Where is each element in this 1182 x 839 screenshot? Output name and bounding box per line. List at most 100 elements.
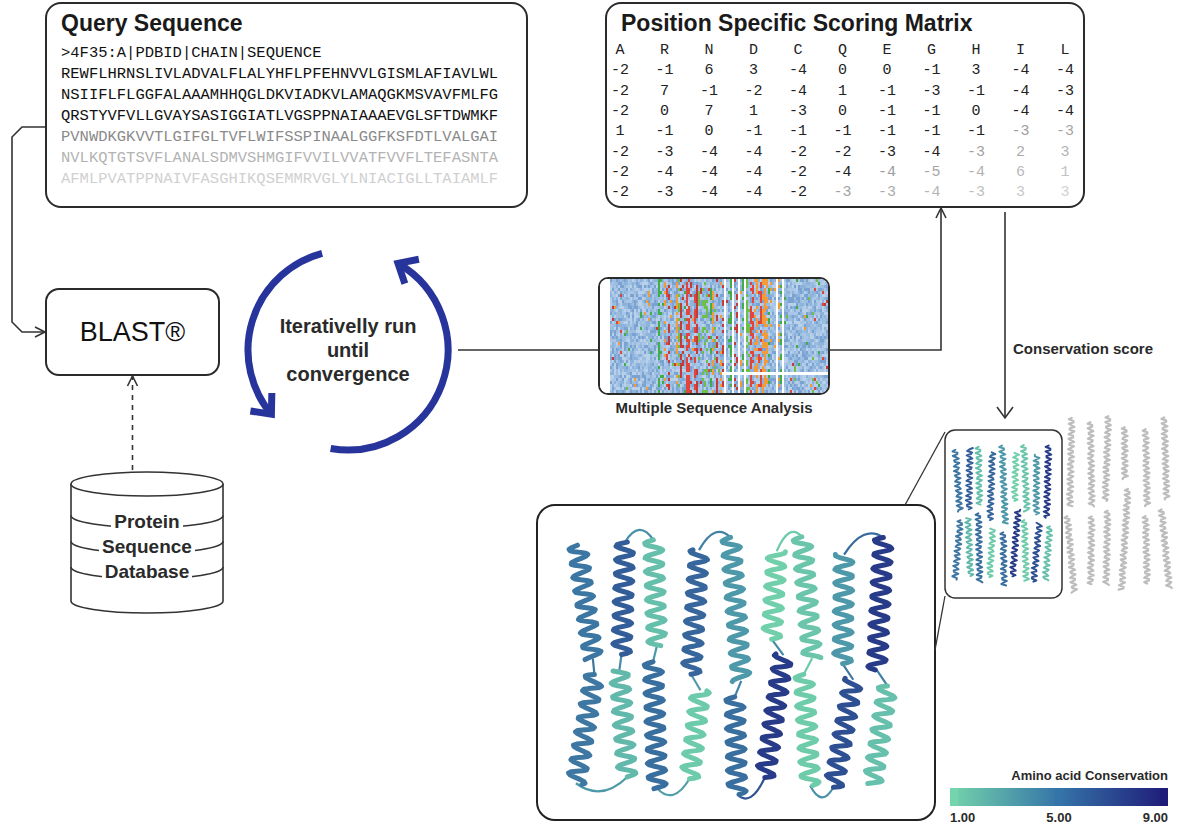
msa-cell xyxy=(658,327,660,330)
msa-cell xyxy=(644,291,646,294)
msa-cell xyxy=(640,291,642,294)
msa-cell xyxy=(626,366,628,369)
msa-cell xyxy=(620,300,622,303)
msa-cell xyxy=(646,390,648,393)
msa-cell xyxy=(680,333,682,336)
msa-cell xyxy=(696,303,698,306)
msa-cell xyxy=(690,306,692,309)
msa-cell xyxy=(660,306,662,309)
msa-cell xyxy=(674,303,676,306)
msa-cell xyxy=(662,282,664,285)
msa-cell xyxy=(650,279,652,282)
msa-cell xyxy=(678,387,680,390)
msa-cell xyxy=(678,318,680,321)
msa-cell xyxy=(620,372,622,375)
msa-cell xyxy=(632,291,634,294)
msa-cell xyxy=(690,318,692,321)
msa-cell xyxy=(652,288,654,291)
msa-cell xyxy=(690,390,692,393)
msa-cell xyxy=(638,315,640,318)
msa-cell xyxy=(614,318,616,321)
msa-cell xyxy=(634,321,636,324)
msa-cell xyxy=(640,375,642,378)
msa-cell xyxy=(614,324,616,327)
msa-cell xyxy=(694,321,696,324)
msa-cell xyxy=(622,291,624,294)
msa-cell xyxy=(654,294,656,297)
msa-cell xyxy=(612,300,614,303)
msa-cell xyxy=(696,318,698,321)
msa-cell xyxy=(670,333,672,336)
msa-cell xyxy=(614,288,616,291)
msa-cell xyxy=(650,387,652,390)
msa-cell xyxy=(658,366,660,369)
msa-cell xyxy=(642,360,644,363)
msa-cell xyxy=(630,330,632,333)
msa-cell xyxy=(662,384,664,387)
msa-cell xyxy=(622,294,624,297)
msa-cell xyxy=(604,375,606,378)
msa-cell xyxy=(654,360,656,363)
msa-cell xyxy=(664,384,666,387)
msa-cell xyxy=(604,288,606,291)
msa-cell xyxy=(608,318,610,321)
msa-cell xyxy=(668,354,670,357)
msa-cell xyxy=(642,297,644,300)
msa-cell xyxy=(698,312,700,315)
msa-cell xyxy=(614,357,616,360)
msa-cell xyxy=(642,375,644,378)
msa-cell xyxy=(612,360,614,363)
msa-cell xyxy=(618,282,620,285)
msa-cell xyxy=(682,285,684,288)
msa-cell xyxy=(608,375,610,378)
msa-cell xyxy=(634,312,636,315)
msa-cell xyxy=(656,348,658,351)
msa-cell xyxy=(680,327,682,330)
msa-cell xyxy=(652,321,654,324)
msa-cell xyxy=(668,288,670,291)
msa-cell xyxy=(672,345,674,348)
msa-cell xyxy=(640,363,642,366)
msa-cell xyxy=(644,309,646,312)
msa-cell xyxy=(666,306,668,309)
msa-cell xyxy=(654,348,656,351)
msa-cell xyxy=(636,291,638,294)
msa-cell xyxy=(620,360,622,363)
msa-cell xyxy=(662,387,664,390)
msa-cell xyxy=(604,294,606,297)
msa-cell xyxy=(632,333,634,336)
msa-cell xyxy=(698,285,700,288)
msa-cell xyxy=(686,372,688,375)
msa-cell xyxy=(614,291,616,294)
msa-cell xyxy=(616,342,618,345)
msa-cell xyxy=(680,366,682,369)
msa-cell xyxy=(638,282,640,285)
msa-cell xyxy=(648,327,650,330)
msa-cell xyxy=(690,372,692,375)
msa-cell xyxy=(614,345,616,348)
msa-cell xyxy=(620,306,622,309)
msa-cell xyxy=(624,327,626,330)
msa-cell xyxy=(624,339,626,342)
msa-cell xyxy=(606,306,608,309)
msa-cell xyxy=(616,297,618,300)
msa-cell xyxy=(600,306,602,309)
msa-cell xyxy=(668,330,670,333)
msa-cell xyxy=(614,360,616,363)
msa-cell xyxy=(666,348,668,351)
msa-cell xyxy=(666,285,668,288)
msa-cell xyxy=(684,357,686,360)
msa-cell xyxy=(632,336,634,339)
msa-cell xyxy=(670,372,672,375)
msa-cell xyxy=(616,300,618,303)
msa-cell xyxy=(600,303,602,306)
msa-cell xyxy=(644,363,646,366)
msa-cell xyxy=(650,363,652,366)
msa-cell xyxy=(620,330,622,333)
msa-cell xyxy=(636,294,638,297)
msa-cell xyxy=(650,282,652,285)
msa-cell xyxy=(616,279,618,282)
msa-cell xyxy=(654,288,656,291)
msa-cell xyxy=(626,390,628,393)
msa-cell xyxy=(694,363,696,366)
